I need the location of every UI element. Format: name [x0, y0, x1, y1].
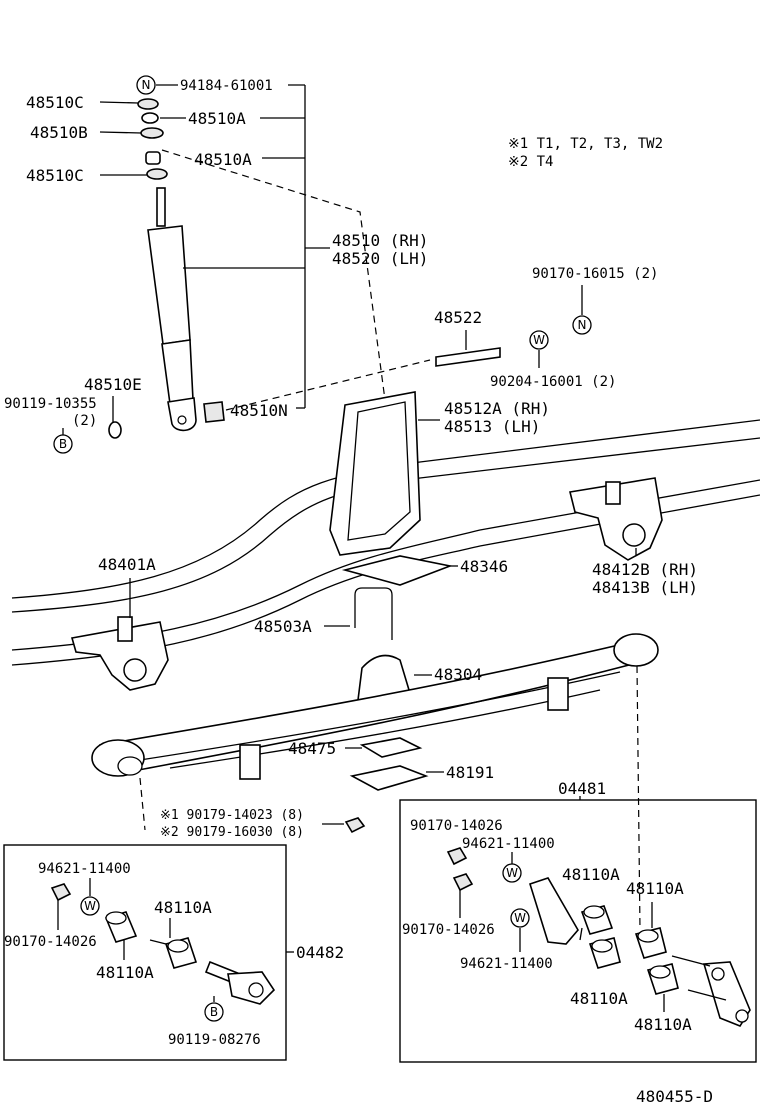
label-48503a: 48503A: [254, 617, 312, 636]
label-right-94621-b: 94621-11400: [460, 956, 553, 972]
label-48304: 48304: [434, 665, 482, 684]
washer-symbol-icon: [529, 330, 549, 350]
label-right-48110a-d: 48110A: [634, 1015, 692, 1034]
leaf-spring: [91, 633, 659, 931]
label-94184-61001: 94184-61001: [180, 78, 273, 94]
note-line-2: ※2 T4: [508, 154, 553, 170]
shackle-plate-right: [529, 877, 579, 945]
note-line-1: ※1 T1, T2, T3, TW2: [508, 136, 663, 152]
kit-04481-box: [399, 799, 757, 1063]
fastener-note: [322, 817, 366, 834]
plate-48191: [349, 765, 429, 791]
diagram-id: 480455-D: [636, 1087, 713, 1106]
shock-bracket-group: W N: [329, 285, 592, 556]
label-48510e: 48510E: [84, 375, 142, 394]
shock-eye-hole: [177, 415, 187, 425]
label-48510a-2: 48510A: [194, 150, 252, 169]
bolt-symbol-left-label: B: [210, 1005, 218, 1019]
label-48513-lh: 48513 (LH): [444, 417, 540, 436]
u-bolt-48503a: [354, 587, 393, 640]
label-48510a-1: 48510A: [188, 109, 246, 128]
kit-04482-box: [3, 844, 287, 1061]
washer-symbol-left: [80, 896, 100, 916]
label-left-90170: 90170-14026: [4, 934, 97, 950]
nut-symbol-label-2: N: [578, 318, 587, 332]
nut-symbol-icon-2: [572, 315, 592, 335]
label-48510n: 48510N: [230, 401, 288, 420]
label-48191: 48191: [446, 763, 494, 782]
label-right-48110a-c: 48110A: [570, 989, 628, 1008]
label-48510c-bottom: 48510C: [26, 166, 84, 185]
label-left-48110a-a: 48110A: [154, 898, 212, 917]
label-right-48110a-b: 48110A: [626, 879, 684, 898]
bolt-symbol-left: [204, 1002, 224, 1022]
washer-symbol-right-2: [510, 908, 530, 928]
label-48512a-rh: 48512A (RH): [444, 399, 550, 418]
bracket-48512a: [329, 391, 421, 556]
bumper-48304: [357, 654, 414, 701]
label-right-90170-a: 90170-14026: [410, 818, 503, 834]
label-right-90170-b: 90170-14026: [402, 922, 495, 938]
washer-symbol-label: W: [533, 333, 545, 347]
label-90179-16030: ※2 90179-16030 (8): [160, 825, 304, 840]
label-48401a: 48401A: [98, 555, 156, 574]
label-left-94621: 94621-11400: [38, 861, 131, 877]
label-right-48110a-a: 48110A: [562, 865, 620, 884]
label-90170-16015: 90170-16015 (2): [532, 266, 658, 282]
bolt-symbol-label: B: [59, 437, 67, 451]
label-90119-10355: 90119-10355: [4, 396, 97, 412]
label-48522: 48522: [434, 308, 482, 327]
washer-symbol-left-label: W: [84, 899, 96, 913]
kit-04481: W W: [399, 796, 757, 1063]
label-48346: 48346: [460, 557, 508, 576]
label-90119-qty: (2): [72, 413, 97, 429]
label-48510b: 48510B: [30, 123, 88, 142]
shock-eye: [167, 397, 197, 432]
label-right-94621-a: 94621-11400: [462, 836, 555, 852]
label-48510-rh: 48510 (RH): [332, 231, 428, 250]
label-90119-08276: 90119-08276: [168, 1032, 261, 1048]
bushing-48510a-lower: [145, 151, 161, 165]
washer-symbol-right-2-label: W: [514, 911, 526, 925]
bushing-48510n: [203, 401, 225, 423]
label-04481: 04481: [558, 779, 606, 798]
label-left-48110a-b: 48110A: [96, 963, 154, 982]
label-48520-lh: 48520 (LH): [332, 249, 428, 268]
pad-48475: [359, 737, 423, 758]
hangers-group: [70, 477, 663, 691]
nut-symbol-icon: [136, 75, 156, 95]
washer-symbol-right-1-label: W: [506, 866, 518, 880]
shock-lower-body: [161, 339, 194, 405]
nut-90179: [344, 817, 366, 834]
kit-04482: W B: [3, 844, 294, 1061]
label-48413b-lh: 48413B (LH): [592, 578, 698, 597]
label-48475: 48475: [288, 739, 336, 758]
label-48412b-rh: 48412B (RH): [592, 560, 698, 579]
stud-48522: [435, 347, 501, 367]
washer-48510e: [108, 421, 122, 439]
nut-symbol-label: N: [142, 78, 151, 92]
bushing-48510b: [140, 127, 164, 139]
retainer-48510a-top: [141, 112, 159, 124]
label-48510c-top: 48510C: [26, 93, 84, 112]
washer-48510c-bottom: [146, 168, 168, 180]
label-90204-16001: 90204-16001 (2): [490, 374, 616, 390]
shock-leaders: [62, 84, 431, 435]
washer-48510c-top: [137, 98, 159, 110]
label-90179-14023: ※1 90179-14023 (8): [160, 808, 304, 823]
shock-rod: [156, 187, 166, 227]
labels: ※1 T1, T2, T3, TW2 ※2 T4 94184-61001 485…: [4, 78, 713, 1106]
label-04482: 04482: [296, 943, 344, 962]
shock-body: [147, 225, 191, 345]
shock-absorber-group: N B: [53, 75, 225, 454]
